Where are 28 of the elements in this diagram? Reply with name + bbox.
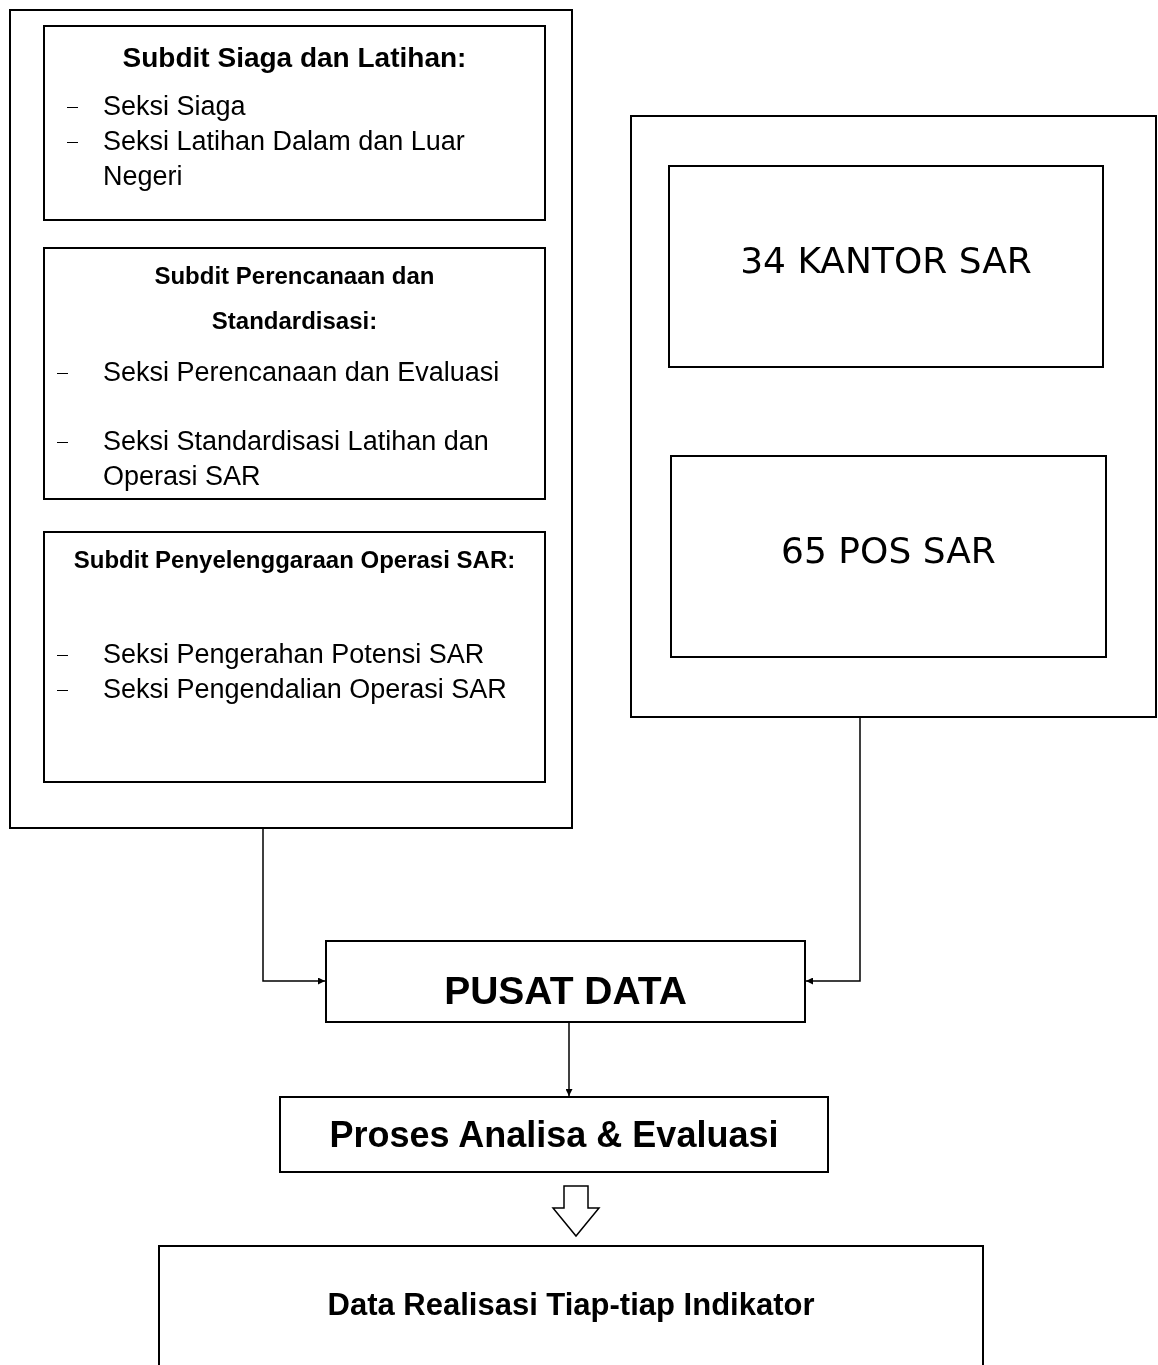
block-arrow — [551, 1185, 601, 1238]
group-box — [630, 115, 1157, 718]
list-item: Seksi Latihan Dalam dan Luar Negeri — [103, 125, 466, 193]
subdirectorate-box — [43, 25, 546, 221]
process-box — [670, 455, 1107, 658]
box-label: 34 KANTOR SAR — [739, 239, 1033, 283]
box-label: 65 POS SAR — [780, 529, 997, 573]
group-box — [9, 9, 573, 829]
arrow — [805, 717, 861, 985]
section-heading: Subdit Penyelenggaraan Operasi SAR: — [72, 545, 517, 575]
process-box — [279, 1096, 829, 1173]
process-box — [668, 165, 1104, 368]
list-item: Seksi Siaga — [103, 90, 247, 123]
box-label: Data Realisasi Tiap-tiap Indikator — [326, 1287, 816, 1323]
process-box — [325, 940, 806, 1023]
list-item: Seksi Pengerahan Potensi SAR — [103, 638, 486, 671]
process-box — [158, 1245, 984, 1365]
box-label: PUSAT DATA — [443, 968, 688, 1014]
list-item: Seksi Pengendalian Operasi SAR — [103, 673, 508, 706]
list-item: Seksi Perencanaan dan Evaluasi — [103, 356, 501, 389]
section-heading: Subdit Siaga dan Latihan: — [121, 41, 468, 75]
arrow — [262, 828, 326, 985]
list-item: Seksi Standardisasi Latihan dan Operasi SAR — [103, 425, 490, 493]
subdirectorate-box — [43, 247, 546, 500]
section-heading: Subdit Perencanaan dan Standardisasi: — [153, 261, 436, 336]
box-label: Proses Analisa & Evaluasi — [328, 1113, 780, 1157]
arrow — [565, 1022, 573, 1097]
subdirectorate-box — [43, 531, 546, 783]
